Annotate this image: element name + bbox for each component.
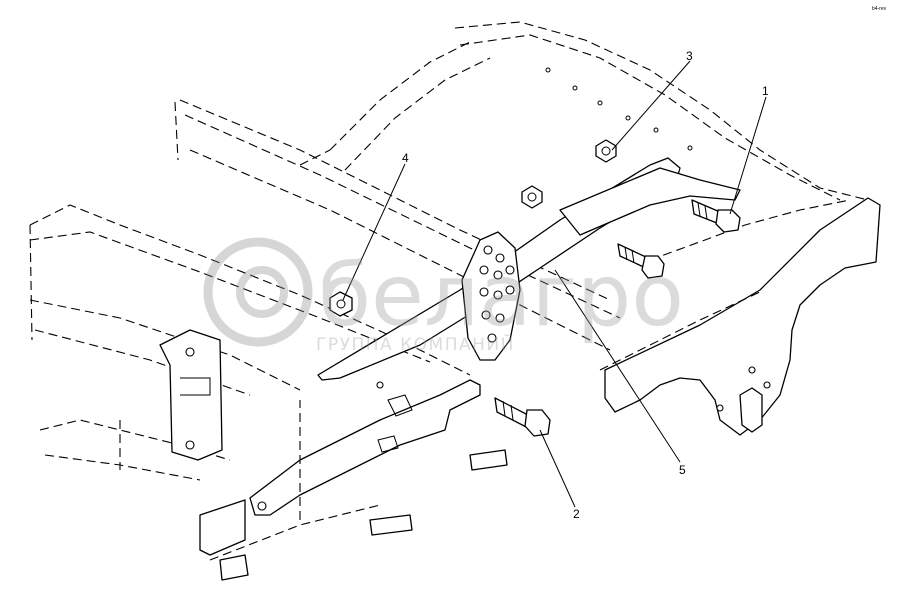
- bolt-2: [494, 397, 551, 437]
- watermark-tagline: ГРУППА КОМПАНИЙ: [316, 333, 515, 355]
- adjuster-plate: [461, 231, 521, 361]
- callout-labels: 1 3 4 2 5: [402, 49, 769, 521]
- watermark-logo-ring: [203, 237, 313, 347]
- rear-frame-rail: [299, 21, 869, 201]
- nut-3: [595, 139, 617, 163]
- bolt-1: [691, 199, 741, 233]
- front-frame: [29, 204, 508, 581]
- nut-4: [329, 291, 353, 317]
- leader-lines: [342, 60, 767, 508]
- callout-1: 1: [762, 84, 769, 98]
- callout-4: 4: [402, 151, 409, 165]
- callout-3: 3: [686, 49, 693, 63]
- corner-mark: b4-rev: [872, 6, 887, 12]
- callout-2: 2: [573, 507, 580, 521]
- right-end-plate: [599, 197, 881, 436]
- watermark-brand: белагро: [318, 246, 684, 346]
- callout-5: 5: [679, 463, 686, 477]
- bolt-center: [617, 243, 665, 279]
- nut-center: [521, 185, 543, 209]
- middle-beam: [174, 99, 621, 351]
- watermark: белагро ГРУППА КОМПАНИЙ: [203, 237, 684, 355]
